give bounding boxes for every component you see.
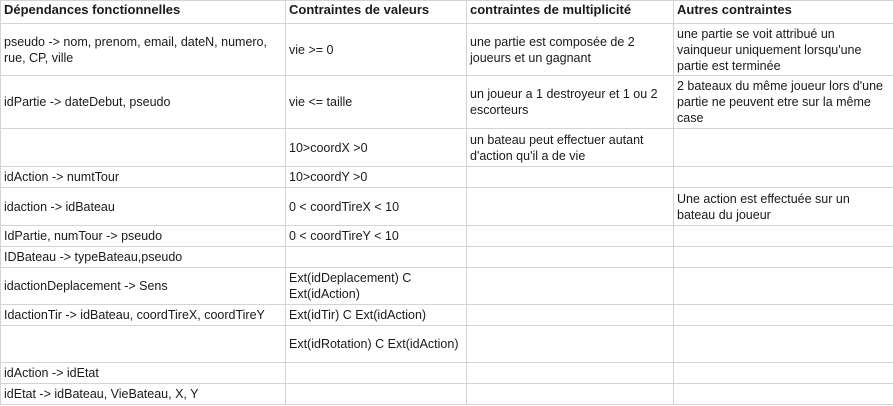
cell-contrainte-valeur[interactable]: 0 < coordTireX < 10	[285, 187, 467, 226]
cell-contrainte-valeur[interactable]: vie <= taille	[285, 75, 467, 129]
cell-contrainte-valeur[interactable]: Ext(idRotation) C Ext(idAction)	[285, 325, 467, 363]
cell-multiplicite[interactable]	[466, 383, 674, 405]
cell-multiplicite[interactable]	[466, 225, 674, 247]
cell-multiplicite[interactable]: une partie est composée de 2 joueurs et …	[466, 23, 674, 76]
table-row: IdactionTir -> idBateau, coordTireX, coo…	[0, 304, 893, 326]
table-row: IdPartie, numTour -> pseudo 0 < coordTir…	[0, 225, 893, 247]
cell-dependance[interactable]: idPartie -> dateDebut, pseudo	[0, 75, 286, 129]
cell-multiplicite[interactable]	[466, 325, 674, 363]
cell-dependance[interactable]: IDBateau -> typeBateau,pseudo	[0, 246, 286, 268]
cell-autre-contrainte[interactable]	[673, 225, 893, 247]
cell-autre-contrainte[interactable]: Une action est effectuée sur un bateau d…	[673, 187, 893, 226]
table-row: Ext(idRotation) C Ext(idAction)	[0, 325, 893, 363]
cell-multiplicite[interactable]: un joueur a 1 destroyeur et 1 ou 2 escor…	[466, 75, 674, 129]
cell-autre-contrainte[interactable]	[673, 362, 893, 384]
cell-autre-contrainte[interactable]	[673, 304, 893, 326]
cell-multiplicite[interactable]	[466, 187, 674, 226]
cell-contrainte-valeur[interactable]: 10>coordY >0	[285, 166, 467, 188]
cell-autre-contrainte[interactable]: 2 bateaux du même joueur lors d'une part…	[673, 75, 893, 129]
table-row: idactionDeplacement -> Sens Ext(idDeplac…	[0, 267, 893, 305]
cell-multiplicite[interactable]	[466, 246, 674, 268]
header-row: Dépendances fonctionnelles Contraintes d…	[0, 0, 893, 24]
cell-contrainte-valeur[interactable]: 0 < coordTireY < 10	[285, 225, 467, 247]
header-dependances[interactable]: Dépendances fonctionnelles	[0, 0, 286, 24]
header-contraintes-valeurs[interactable]: Contraintes de valeurs	[285, 0, 467, 24]
cell-contrainte-valeur[interactable]	[285, 383, 467, 405]
cell-contrainte-valeur[interactable]: Ext(idTir) C Ext(idAction)	[285, 304, 467, 326]
cell-dependance[interactable]: IdPartie, numTour -> pseudo	[0, 225, 286, 247]
cell-contrainte-valeur[interactable]: vie >= 0	[285, 23, 467, 76]
cell-dependance[interactable]	[0, 325, 286, 363]
table-row: IDBateau -> typeBateau,pseudo	[0, 246, 893, 268]
table-row: idEtat -> idBateau, VieBateau, X, Y	[0, 383, 893, 405]
cell-multiplicite[interactable]: un bateau peut effectuer autant d'action…	[466, 128, 674, 167]
cell-contrainte-valeur[interactable]: Ext(idDeplacement) C Ext(idAction)	[285, 267, 467, 305]
cell-contrainte-valeur[interactable]	[285, 246, 467, 268]
cell-dependance[interactable]: idAction -> idEtat	[0, 362, 286, 384]
cell-autre-contrainte[interactable]	[673, 166, 893, 188]
cell-dependance[interactable]: pseudo -> nom, prenom, email, dateN, num…	[0, 23, 286, 76]
cell-multiplicite[interactable]	[466, 267, 674, 305]
table-row: pseudo -> nom, prenom, email, dateN, num…	[0, 23, 893, 76]
header-contraintes-multiplicite[interactable]: contraintes de multiplicité	[466, 0, 674, 24]
cell-contrainte-valeur[interactable]: 10>coordX >0	[285, 128, 467, 167]
cell-contrainte-valeur[interactable]	[285, 362, 467, 384]
cell-autre-contrainte[interactable]	[673, 325, 893, 363]
cell-dependance[interactable]: idEtat -> idBateau, VieBateau, X, Y	[0, 383, 286, 405]
cell-autre-contrainte[interactable]	[673, 246, 893, 268]
cell-dependance[interactable]: IdactionTir -> idBateau, coordTireX, coo…	[0, 304, 286, 326]
table-row: 10>coordX >0 un bateau peut effectuer au…	[0, 128, 893, 167]
cell-autre-contrainte[interactable]	[673, 267, 893, 305]
cell-autre-contrainte[interactable]: une partie se voit attribué un vainqueur…	[673, 23, 893, 76]
header-autres-contraintes[interactable]: Autres contraintes	[673, 0, 893, 24]
table-row: idPartie -> dateDebut, pseudo vie <= tai…	[0, 75, 893, 129]
cell-autre-contrainte[interactable]	[673, 383, 893, 405]
cell-dependance[interactable]: idAction -> numtTour	[0, 166, 286, 188]
cell-multiplicite[interactable]	[466, 362, 674, 384]
cell-dependance[interactable]	[0, 128, 286, 167]
cell-multiplicite[interactable]	[466, 304, 674, 326]
table-row: idAction -> idEtat	[0, 362, 893, 384]
cell-autre-contrainte[interactable]	[673, 128, 893, 167]
table-row: idAction -> numtTour 10>coordY >0	[0, 166, 893, 188]
cell-dependance[interactable]: idactionDeplacement -> Sens	[0, 267, 286, 305]
cell-dependance[interactable]: idaction -> idBateau	[0, 187, 286, 226]
cell-multiplicite[interactable]	[466, 166, 674, 188]
table-row: idaction -> idBateau 0 < coordTireX < 10…	[0, 187, 893, 226]
